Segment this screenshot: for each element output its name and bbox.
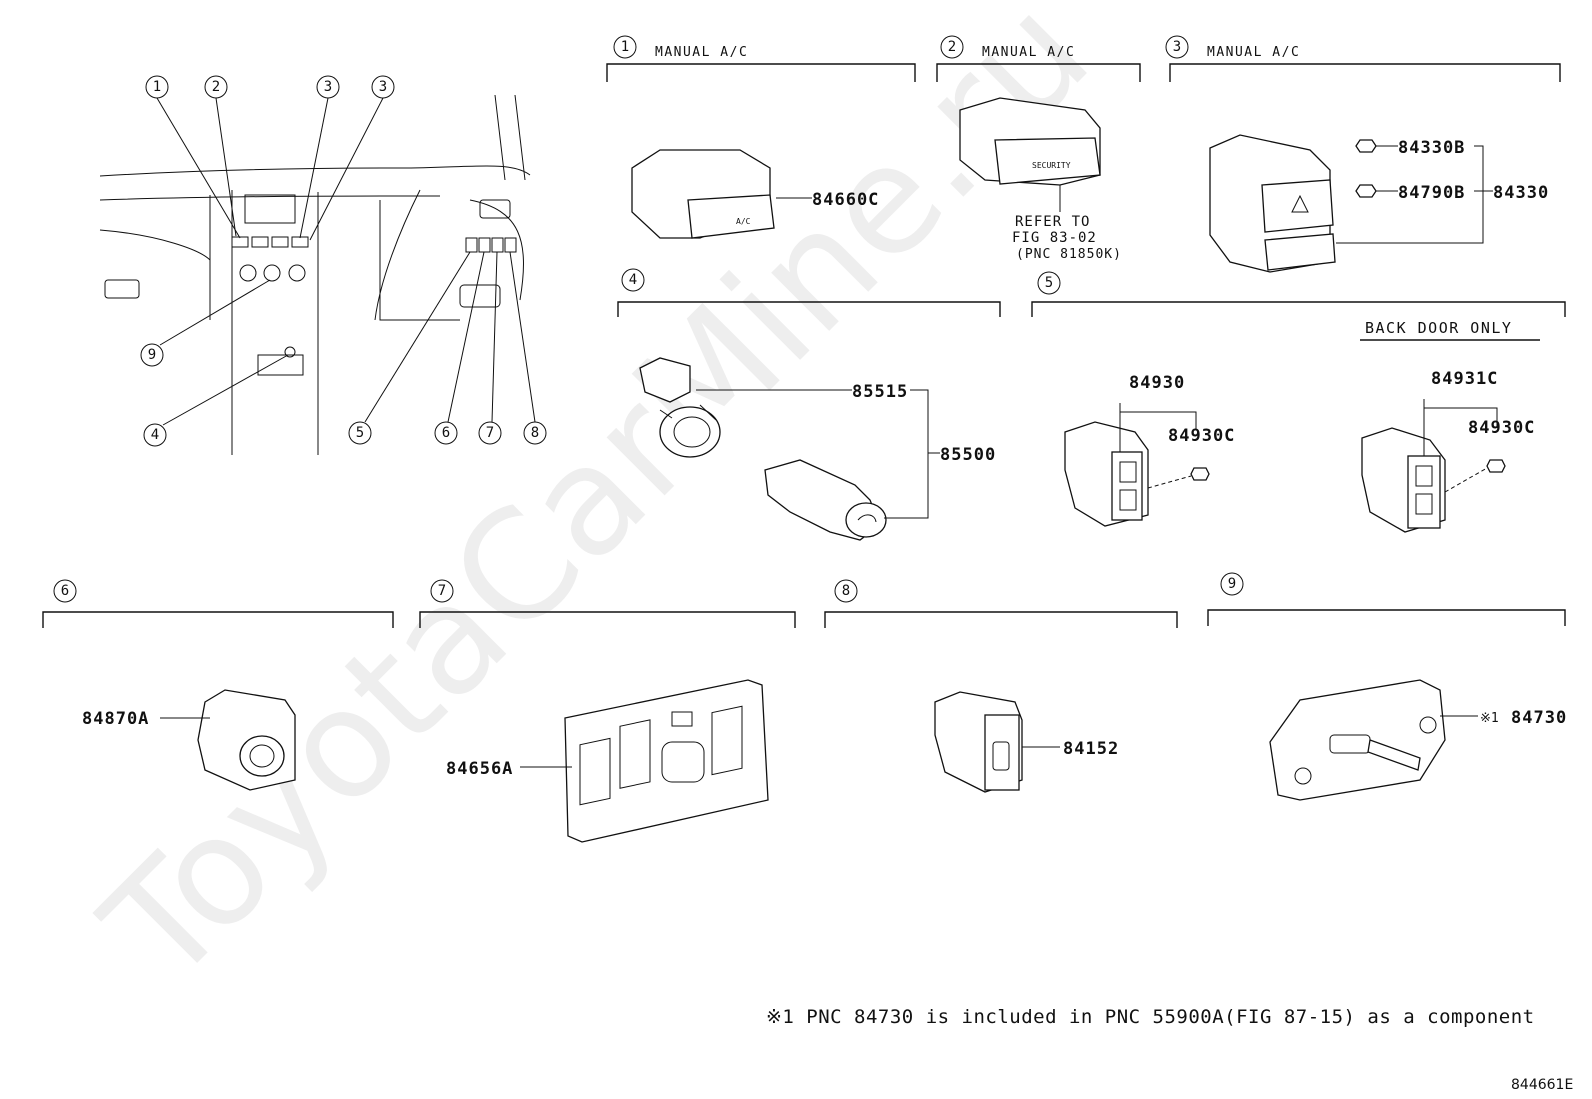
part-84930C-b: 84930C — [1468, 418, 1535, 438]
section-8-number: 8 — [842, 583, 850, 599]
section-6: 6 84870A — [42, 579, 394, 791]
part-85515: 85515 — [852, 382, 908, 402]
dashboard-overview — [99, 94, 531, 455]
part-84330B: 84330B — [1398, 138, 1465, 158]
switch-panel-shape — [564, 679, 769, 843]
socket-shape — [639, 357, 691, 403]
section-9: 9 ※1 84730 — [1207, 572, 1567, 801]
section-1: 1 MANUAL A/C A/C 84660C — [606, 35, 916, 239]
section-7-number: 7 — [438, 583, 446, 599]
section-5: 5 BACK DOOR ONLY 84930 84930C 84931C 849… — [1031, 271, 1566, 533]
section-4: 4 85515 85500 — [617, 268, 1001, 541]
callout-6: 6 — [442, 425, 450, 441]
overview-callouts: 1 2 3 3 9 4 5 6 7 8 — [140, 75, 547, 447]
section-1-label: MANUAL A/C — [655, 45, 748, 60]
section-8: 8 84152 — [824, 579, 1178, 793]
refer-line-2: FIG 83-02 — [1012, 230, 1097, 246]
callout-3b: 3 — [379, 79, 387, 95]
section-2: 2 MANUAL A/C SECURITY REFER TO FIG 83-02… — [936, 35, 1141, 262]
part-84152: 84152 — [1063, 739, 1119, 759]
headlight-switch-shape — [1269, 679, 1446, 801]
part-84870A: 84870A — [82, 709, 149, 729]
section-6-number: 6 — [61, 583, 69, 599]
section-9-number: 9 — [1228, 576, 1236, 592]
section-3-label: MANUAL A/C — [1207, 45, 1300, 60]
note-mark-1: ※1 — [1480, 711, 1499, 726]
part-84330: 84330 — [1493, 183, 1549, 203]
callout-4: 4 — [151, 427, 159, 443]
refer-line-3: (PNC 81850K) — [1016, 247, 1122, 262]
section-3-number: 3 — [1173, 39, 1181, 55]
callout-1: 1 — [153, 79, 161, 95]
section-2-number: 2 — [948, 39, 956, 55]
part-84656A: 84656A — [446, 759, 513, 779]
callout-9: 9 — [148, 347, 156, 363]
part-84930: 84930 — [1129, 373, 1185, 393]
callout-5: 5 — [356, 425, 364, 441]
callout-3a: 3 — [324, 79, 332, 95]
part-84930C-a: 84930C — [1168, 426, 1235, 446]
callout-8: 8 — [531, 425, 539, 441]
callout-7: 7 — [486, 425, 494, 441]
footnote: ※1 PNC 84730 is included in PNC 55900A(F… — [766, 1006, 1535, 1028]
section-7: 7 84656A — [419, 579, 796, 843]
ac-switch-label: A/C — [736, 217, 751, 226]
section-4-number: 4 — [629, 272, 637, 288]
back-door-only-label: BACK DOOR ONLY — [1365, 319, 1512, 337]
section-1-number: 1 — [621, 39, 629, 55]
part-84730: 84730 — [1511, 708, 1567, 728]
figure-id: 844661E — [1511, 1077, 1573, 1093]
part-84790B: 84790B — [1398, 183, 1465, 203]
section-2-label: MANUAL A/C — [982, 45, 1075, 60]
section-5-number: 5 — [1045, 275, 1053, 291]
security-label: SECURITY — [1032, 161, 1071, 170]
refer-line-1: REFER TO — [1015, 214, 1090, 230]
part-84931C: 84931C — [1431, 369, 1498, 389]
section-3: 3 MANUAL A/C 84330B 84790B 84330 — [1165, 35, 1561, 273]
part-84660C: 84660C — [812, 190, 879, 210]
part-85500: 85500 — [940, 445, 996, 465]
callout-2: 2 — [212, 79, 220, 95]
overview-leaders — [156, 97, 536, 426]
